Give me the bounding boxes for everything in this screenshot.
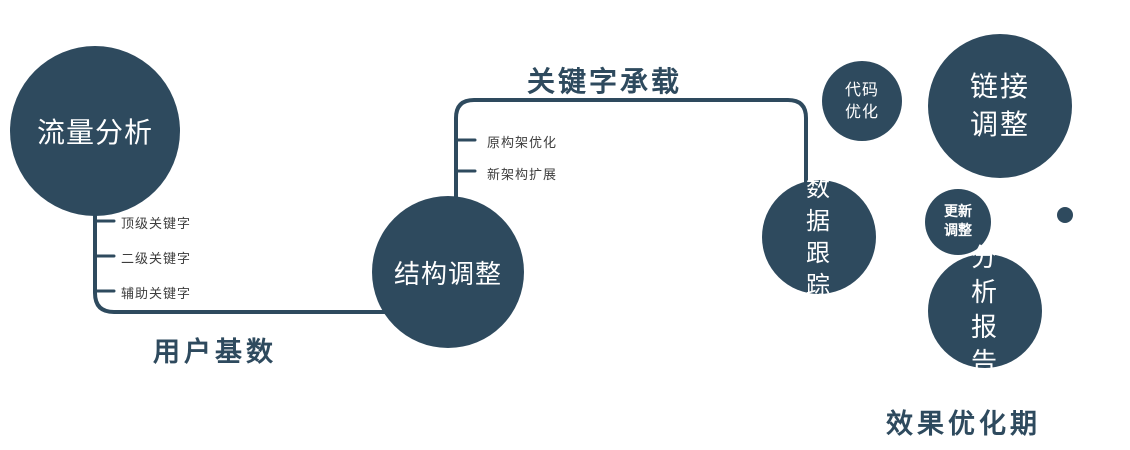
node-code-optimization: 代码优化 — [822, 61, 902, 141]
branch-label-secondary-keywords: 二级关键字 — [121, 252, 192, 267]
node-traffic-analysis-label: 流量分析 — [36, 116, 153, 149]
node-code-optimization-label: 代码优化 — [844, 80, 879, 121]
dot-marker — [1057, 207, 1073, 223]
node-link-adjustment: 链接调整 — [928, 34, 1072, 178]
node-structure-adjustment-label: 结构调整 — [393, 259, 502, 290]
node-analysis-report-label: 分析报告 — [970, 242, 999, 379]
node-structure-adjustment: 结构调整 — [372, 196, 524, 348]
branch-label-original-architecture-optimization: 原构架优化 — [487, 136, 558, 151]
branch-label-auxiliary-keywords: 辅助关键字 — [121, 287, 192, 302]
node-link-adjustment-label: 链接调整 — [969, 70, 1030, 141]
traffic-branch-ticks — [93, 219, 116, 293]
branch-label-top-keywords: 顶级关键字 — [121, 217, 192, 232]
connector-structure-to-tracking — [454, 98, 808, 202]
node-data-tracking: 数据跟踪 — [762, 174, 876, 299]
edge-label-user-base: 用户基数 — [153, 337, 277, 368]
caption-effect-optimization-period: 效果优化期 — [886, 409, 1041, 440]
edge-label-keyword-carrying: 关键字承载 — [527, 65, 683, 98]
branch-label-new-architecture-expansion: 新架构扩展 — [487, 168, 558, 183]
node-analysis-report: 分析报告 — [928, 243, 1042, 378]
connector-traffic-to-structure — [93, 196, 402, 314]
structure-branch-ticks — [454, 138, 477, 173]
node-traffic-analysis: 流量分析 — [10, 46, 180, 216]
node-data-tracking-label: 数据跟踪 — [806, 174, 832, 300]
node-update-adjustment: 更新调整 — [925, 189, 991, 255]
node-update-adjustment-label: 更新调整 — [944, 204, 972, 239]
